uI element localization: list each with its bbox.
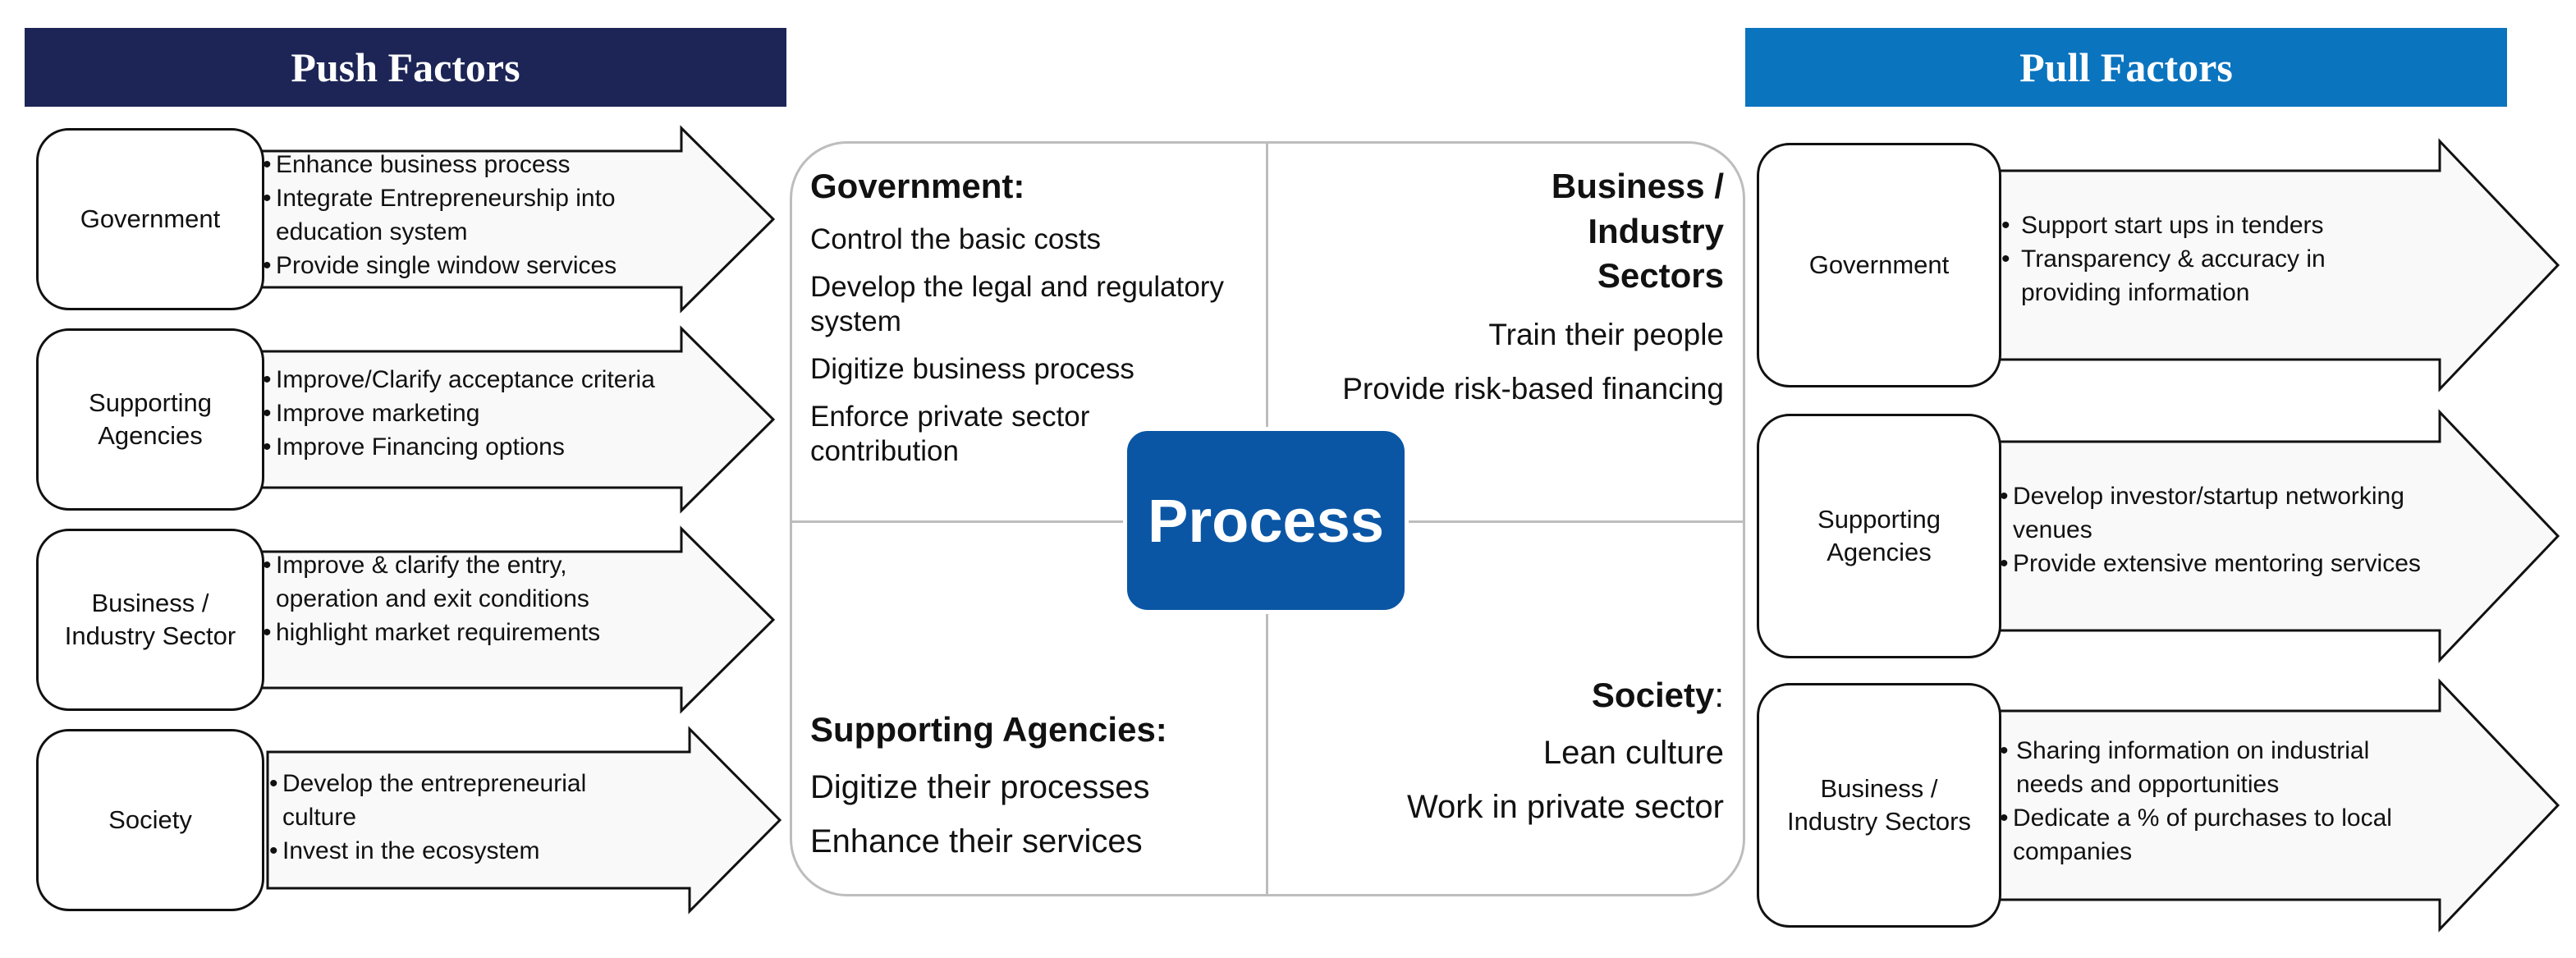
- list-item: Integrate Entrepreneurship into educatio…: [263, 181, 673, 249]
- quadrant-title-suffix: :: [1714, 676, 1724, 714]
- list-item: Support start ups in tenders: [2001, 209, 2428, 242]
- pull-row-government: Government Support start ups in tenders …: [1757, 138, 2561, 392]
- push-bullet-list: Improve/Clarify acceptance criteria Impr…: [263, 363, 755, 464]
- push-row-business-industry: Business / Industry Sector Improve & cla…: [36, 525, 776, 714]
- list-item: Improve marketing: [263, 396, 755, 430]
- quadrant-title: Business / Industry Sectors: [1551, 167, 1724, 296]
- quadrant-item: Work in private sector: [1406, 788, 1724, 825]
- pull-bullet-list: Develop investor/startup networking venu…: [2000, 479, 2476, 580]
- list-item: Improve/Clarify acceptance criteria: [263, 363, 755, 396]
- list-item: Provide single window services: [263, 249, 673, 282]
- quadrant-item: Enhance their services: [810, 823, 1143, 859]
- list-item: Provide extensive mentoring services: [2000, 547, 2476, 580]
- list-item: Transparency & accuracy in providing inf…: [2001, 242, 2428, 309]
- quadrant-item: Digitize their processes: [810, 768, 1150, 805]
- quadrant-title-text: Society: [1591, 676, 1715, 714]
- list-item: Develop the entrepreneurial culture: [269, 767, 663, 834]
- list-item: Sharing information on industrial needs …: [2000, 734, 2435, 801]
- push-row-government: Government Enhance business process Inte…: [36, 125, 776, 314]
- push-factor-label: Supporting Agencies: [36, 328, 264, 511]
- process-quadrant-society: Society: Lean culture Work in private se…: [1281, 673, 1724, 827]
- quadrant-title: Supporting Agencies:: [810, 710, 1167, 749]
- list-item: Improve Financing options: [263, 430, 755, 464]
- push-factor-label: Society: [36, 729, 264, 911]
- quadrant-item: Develop the legal and regulatory system: [810, 270, 1224, 337]
- pull-factor-label: Business / Industry Sectors: [1757, 683, 2001, 928]
- list-item: highlight market requirements: [263, 616, 657, 649]
- quadrant-item: Digitize business process: [810, 352, 1134, 385]
- push-bullet-list: Enhance business process Integrate Entre…: [263, 148, 673, 282]
- push-bullet-list: Improve & clarify the entry, operation a…: [263, 548, 657, 649]
- list-item: Invest in the ecosystem: [269, 834, 663, 868]
- process-quadrant-business-industry: Business / Industry Sectors Train their …: [1281, 164, 1724, 408]
- pull-bullet-list: Support start ups in tenders Transparenc…: [2001, 209, 2428, 309]
- push-factor-label: Business / Industry Sector: [36, 529, 264, 711]
- push-bullet-list: Develop the entrepreneurial culture Inve…: [269, 767, 663, 868]
- push-row-society: Society Develop the entrepreneurial cult…: [36, 726, 783, 914]
- push-factors-header: Push Factors: [25, 28, 786, 107]
- process-quadrant-government: Government: Control the basic costs Deve…: [810, 164, 1270, 469]
- pull-factors-header: Pull Factors: [1745, 28, 2507, 107]
- quadrant-title: Government:: [810, 167, 1025, 205]
- push-factor-label: Government: [36, 128, 264, 310]
- pull-bullet-list: Sharing information on industrial needs …: [2000, 734, 2435, 869]
- pull-factor-label: Supporting Agencies: [1757, 414, 2001, 658]
- quadrant-item: Lean culture: [1542, 734, 1724, 771]
- quadrant-title: Society:: [1281, 673, 1724, 718]
- quadrant-item: Control the basic costs: [810, 222, 1102, 255]
- quadrant-item: Train their people: [1488, 317, 1724, 351]
- process-center-label: Process: [1123, 427, 1409, 614]
- pull-row-business-industry: Business / Industry Sectors Sharing info…: [1757, 678, 2561, 933]
- list-item: Develop investor/startup networking venu…: [2000, 479, 2476, 547]
- list-item: Dedicate a % of purchases to local compa…: [2000, 801, 2435, 869]
- list-item: Enhance business process: [263, 148, 673, 181]
- process-quadrant-supporting-agencies: Supporting Agencies: Digitize their proc…: [810, 708, 1270, 861]
- quadrant-item: Enforce private sector contribution: [810, 400, 1090, 467]
- pull-factor-label: Government: [1757, 143, 2001, 387]
- pull-row-supporting-agencies: Supporting Agencies Develop investor/sta…: [1757, 409, 2561, 663]
- list-item: Improve & clarify the entry, operation a…: [263, 548, 657, 616]
- quadrant-item: Provide risk-based financing: [1342, 372, 1724, 406]
- push-row-supporting-agencies: Supporting Agencies Improve/Clarify acce…: [36, 325, 776, 514]
